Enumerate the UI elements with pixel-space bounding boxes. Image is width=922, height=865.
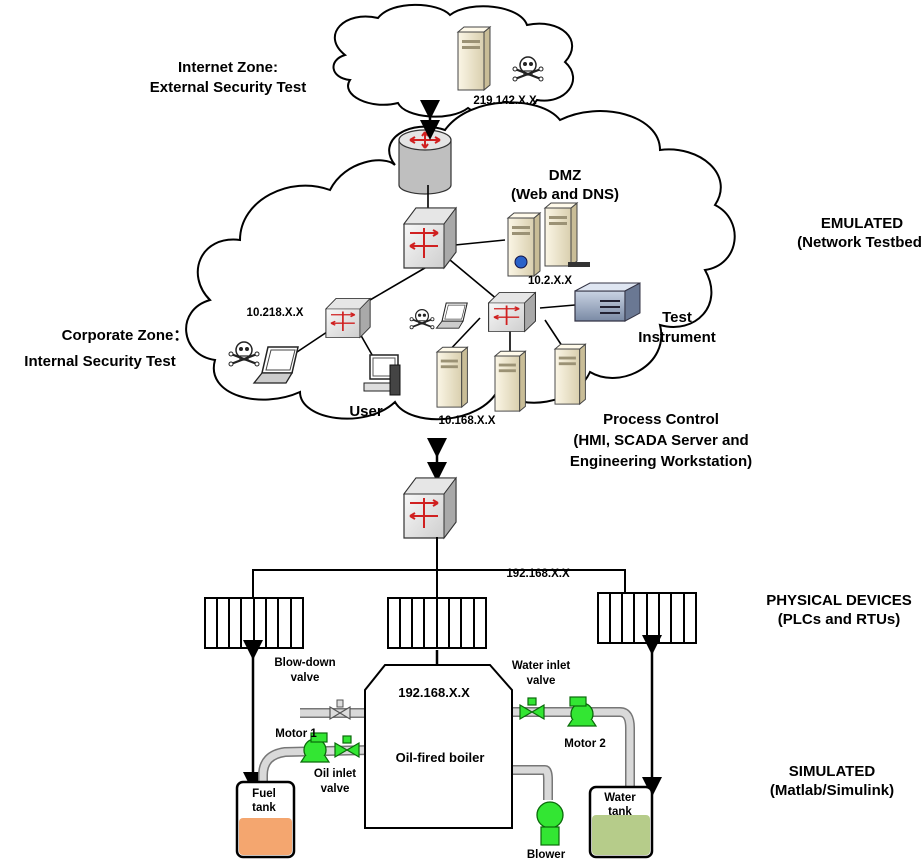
corporate-zone-title: Corporate Zone：	[62, 327, 189, 344]
dmz-subtitle: (Web and DNS)	[511, 186, 619, 203]
fuel-tank-label-2: tank	[252, 802, 276, 814]
internet-cloud	[332, 3, 575, 118]
web-server-icon	[544, 202, 578, 267]
corporate-ip: 10.218.X.X	[247, 307, 304, 319]
blower-icon	[536, 801, 564, 846]
motor2-label: Motor 2	[564, 738, 606, 750]
oil-inlet-valve-label-2: valve	[321, 783, 350, 795]
water-inlet-valve-label-2: valve	[527, 675, 556, 687]
simulated-title: SIMULATED	[789, 763, 876, 780]
blowdown-valve-icon	[329, 699, 351, 721]
hmi-server-icon	[436, 346, 468, 408]
emulated-title: EMULATED	[821, 215, 903, 232]
engineering-workstation-icon	[554, 343, 586, 405]
boiler-shape	[364, 664, 513, 829]
motor1-label: Motor 1	[275, 728, 317, 740]
process-control-title: Process Control	[603, 411, 719, 428]
test-instrument-title: Test	[662, 309, 692, 326]
dmz-ip: 10.2.X.X	[528, 275, 572, 287]
fuel-tank-icon	[235, 780, 296, 859]
field-bus-ip: 192.168.X.X	[506, 568, 570, 580]
user-label: User	[349, 403, 383, 420]
blowdown-valve-label-1: Blow-down	[274, 657, 335, 669]
plc-left-icon	[204, 597, 304, 649]
water-tank-icon	[588, 785, 654, 859]
router-icon	[398, 129, 452, 195]
oil-inlet-valve-label-1: Oil inlet	[314, 768, 356, 780]
boiler-label: Oil-fired boiler	[396, 750, 485, 765]
test-instrument-subtitle: Instrument	[638, 329, 716, 346]
plc-center-icon	[387, 597, 487, 649]
corporate-zone-subtitle: Internal Security Test	[24, 353, 175, 370]
water-inlet-valve-label-1: Water inlet	[512, 660, 571, 672]
simulated-subtitle: (Matlab/Simulink)	[770, 782, 894, 799]
corporate-switch-icon	[325, 297, 371, 339]
core-switch-icon	[403, 207, 457, 269]
blowdown-valve-label-2: valve	[291, 672, 320, 684]
scada-server-icon	[494, 350, 526, 412]
user-pc-icon	[363, 354, 401, 396]
internet-zone-subtitle: External Security Test	[150, 79, 306, 96]
emulated-subtitle: (Network Testbed)	[797, 234, 922, 251]
internet-ip: 219.142.X.X	[473, 95, 537, 107]
dmz-title: DMZ	[549, 167, 582, 184]
plc-right-icon	[597, 592, 697, 644]
physical-devices-title: PHYSICAL DEVICES	[766, 592, 912, 609]
process-control-ip: 10.168.X.X	[439, 415, 496, 427]
physical-devices-subtitle: (PLCs and RTUs)	[778, 611, 901, 628]
process-switch-icon	[487, 291, 537, 333]
field-switch-icon	[403, 477, 457, 539]
test-instrument-icon	[574, 282, 641, 322]
water-tank-label-1: Water	[604, 792, 636, 804]
fuel-tank-label-1: Fuel	[252, 788, 276, 800]
keyboard-icon	[568, 262, 590, 267]
core-links	[369, 185, 511, 311]
water-tank-label-2: tank	[608, 806, 632, 818]
motor2-pump-icon	[567, 696, 597, 727]
process-control-subtitle-1: (HMI, SCADA Server and	[573, 432, 748, 449]
blower-label: Blower	[527, 849, 566, 861]
process-links	[444, 304, 576, 356]
process-control-subtitle-2: Engineering Workstation)	[570, 453, 752, 470]
globe-icon	[514, 255, 528, 269]
field-bus-line	[252, 537, 626, 598]
internet-server-icon	[457, 26, 491, 91]
internet-zone-title: Internet Zone:	[178, 59, 278, 76]
boiler-ip: 192.168.X.X	[398, 685, 470, 700]
